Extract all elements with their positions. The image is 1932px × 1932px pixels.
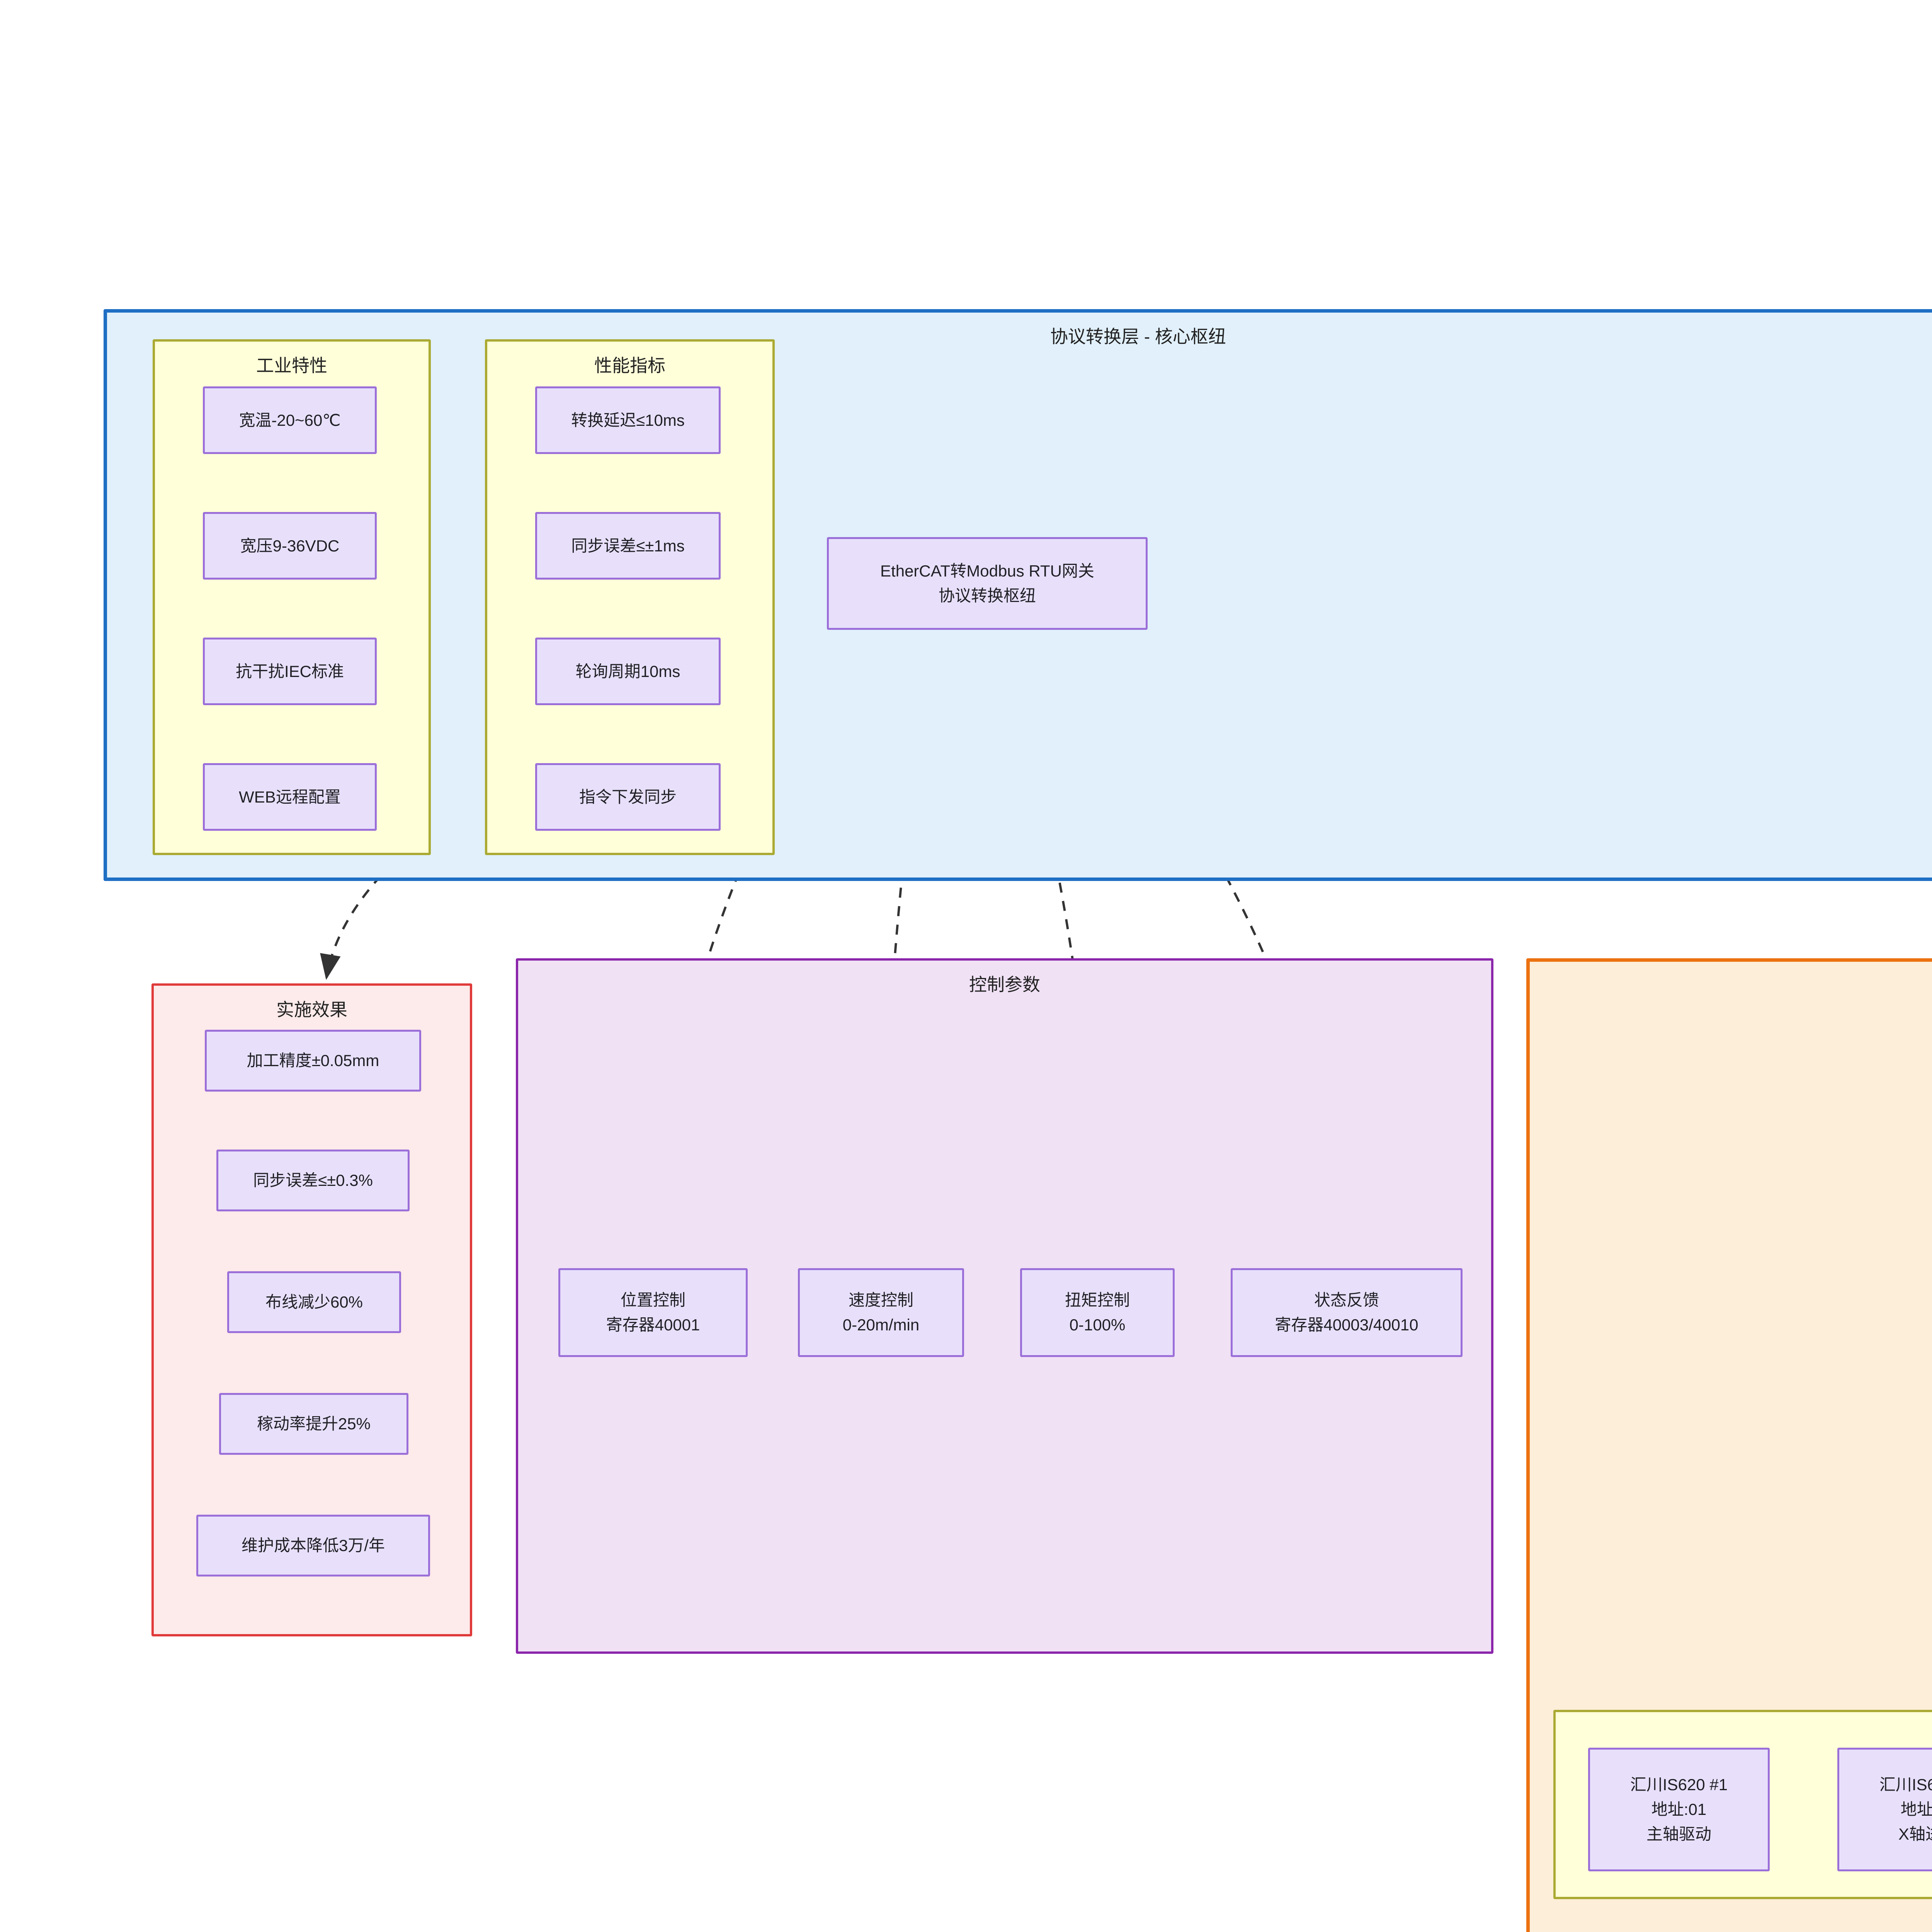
node-param-pos[interactable]: 位置控制 寄存器40001 <box>558 1268 748 1357</box>
cluster-protocol-layer-title: 协议转换层 - 核心枢纽 <box>1050 327 1226 347</box>
node-eff-sync[interactable]: 同步误差≤±0.3% <box>216 1150 410 1211</box>
cluster-performance-metrics-title: 性能指标 <box>594 355 665 376</box>
node-feat-emc[interactable]: 抗干扰IEC标准 <box>203 638 377 705</box>
cluster-control-parameters-title: 控制参数 <box>969 975 1040 995</box>
node-eff-prec[interactable]: 加工精度±0.05mm <box>205 1030 421 1092</box>
node-perf-sync[interactable]: 同步误差≤±1ms <box>535 512 721 580</box>
node-eff-cost[interactable]: 维护成本降低3万/年 <box>196 1515 430 1577</box>
node-servo-1[interactable]: 汇川IS620 #1 地址:01 主轴驱动 <box>1588 1748 1770 1871</box>
node-servo-2[interactable]: 汇川IS620 #2 地址:02 X轴进给 <box>1837 1748 1932 1871</box>
node-param-fb[interactable]: 状态反馈 寄存器40003/40010 <box>1231 1268 1463 1357</box>
cluster-implementation-effects-title: 实施效果 <box>276 1000 347 1020</box>
node-eff-wire[interactable]: 布线减少60% <box>227 1271 401 1333</box>
node-feat-web[interactable]: WEB远程配置 <box>203 763 377 831</box>
node-perf-cmd[interactable]: 指令下发同步 <box>535 763 721 831</box>
cluster-execution-layer-title: 执行层 - Modbus RTU网络 <box>1530 972 1932 997</box>
node-param-spd[interactable]: 速度控制 0-20m/min <box>798 1268 964 1357</box>
cluster-servo-drive-system-title: 伺服驱动系统 <box>1556 1722 1932 1748</box>
cluster-industrial-features-title: 工业特性 <box>256 355 327 376</box>
node-feat-temp[interactable]: 宽温-20~60℃ <box>203 386 377 454</box>
node-feat-volt[interactable]: 宽压9-36VDC <box>203 512 377 580</box>
node-perf-poll[interactable]: 轮询周期10ms <box>535 638 721 705</box>
node-eff-uptime[interactable]: 稼动率提升25% <box>219 1393 408 1455</box>
node-param-trq[interactable]: 扭矩控制 0-100% <box>1020 1268 1175 1357</box>
node-gateway[interactable]: EtherCAT转Modbus RTU网关 协议转换枢纽 <box>827 537 1148 630</box>
node-perf-delay[interactable]: 转换延迟≤10ms <box>535 386 721 454</box>
